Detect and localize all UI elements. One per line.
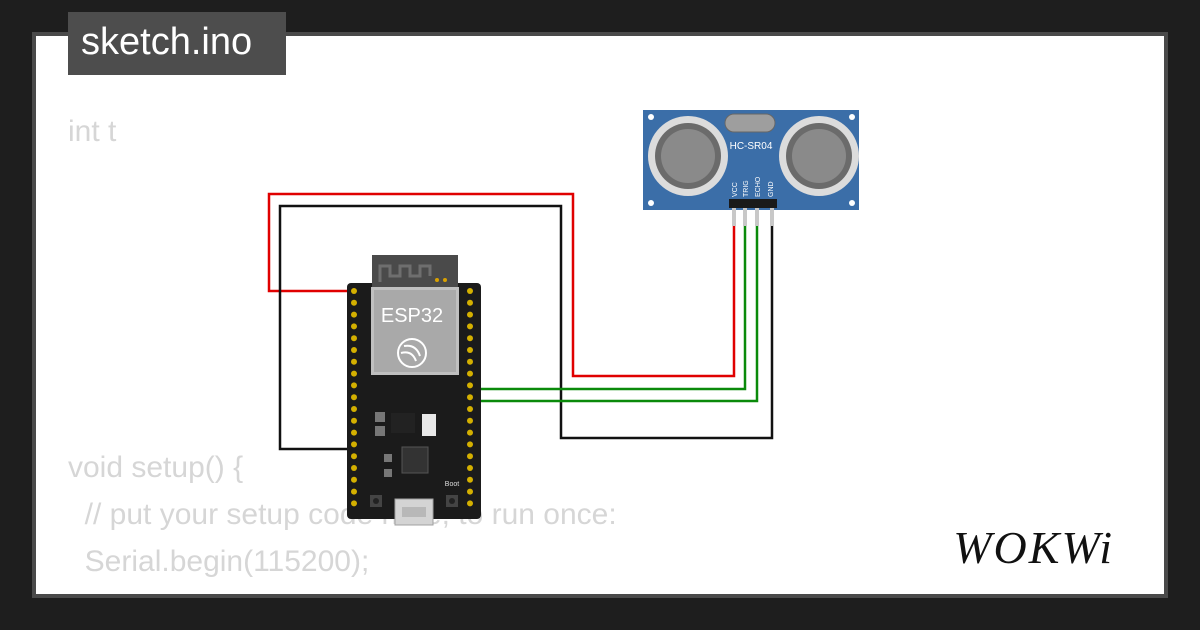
sensor-pin-label: VCC [732,182,739,197]
esp32-pin[interactable] [467,488,473,495]
sensor-label: HC-SR04 [730,141,773,152]
sensor-pin-label: TRIG [743,180,750,197]
esp32-pin[interactable] [351,488,357,495]
esp32-pin[interactable] [467,465,473,471]
esp32-pin[interactable] [467,394,473,401]
esp32-pin[interactable] [351,370,357,377]
esp32-pin[interactable] [467,347,473,353]
hc-sr04-sensor[interactable]: HC-SR04 VCC TRIG ECHO GND [643,110,859,226]
crystal-oscillator [724,113,776,133]
sensor-pin-header [729,199,777,226]
code-line: Serial.println("Hello, ESP32!"); [68,585,488,594]
sensor-pin-label: ECHO [755,176,762,197]
wires [267,192,774,451]
esp32-pin[interactable] [467,453,473,460]
code-line: int t [68,115,117,148]
transducer-right [779,116,859,196]
esp32-pin[interactable] [351,500,357,507]
esp32-pin[interactable] [351,429,357,436]
esp32-pin[interactable] [351,465,357,471]
circuit-diagram: ESP32 Boot [267,110,859,526]
esp32-pin[interactable] [467,323,473,330]
wokwi-logo: WOKWi [953,522,1114,573]
esp32-pin[interactable] [351,417,357,424]
esp32-pin[interactable] [467,476,473,483]
esp32-pins-left [351,288,357,507]
canvas-card: int t void setup() { // put your setup c… [32,32,1168,598]
esp32-pin[interactable] [467,288,473,294]
file-tab-sketch[interactable]: sketch.ino [68,12,286,75]
esp32-pin[interactable] [351,382,357,389]
esp32-pin[interactable] [351,441,357,448]
esp32-pin[interactable] [351,335,357,342]
esp32-pin[interactable] [467,370,473,377]
esp32-pin[interactable] [467,417,473,424]
code-line: void setup() { [68,451,244,484]
esp32-pin[interactable] [467,429,473,436]
wire-vcc-red[interactable] [267,192,736,378]
wire-gnd-black[interactable] [278,204,774,451]
transducer-left [648,116,728,196]
esp32-pin[interactable] [351,406,357,412]
sensor-pin-labels: VCC TRIG ECHO GND [732,176,775,197]
esp32-pin[interactable] [467,335,473,342]
wire-echo-green[interactable] [470,226,759,403]
code-line: Serial.begin(115200); [68,545,370,578]
esp32-board[interactable]: ESP32 Boot [347,255,481,526]
boot-label: Boot [445,481,459,488]
esp32-pin[interactable] [467,358,473,365]
esp32-label: ESP32 [381,305,443,327]
esp32-pin[interactable] [467,441,473,448]
esp32-pin[interactable] [351,288,357,294]
sensor-pin-label: GND [768,181,775,197]
esp32-pin[interactable] [467,311,473,318]
esp32-pin[interactable] [351,347,357,353]
esp32-pin[interactable] [467,299,473,306]
esp32-pin[interactable] [351,299,357,306]
esp32-pin[interactable] [351,311,357,318]
esp32-pin[interactable] [467,382,473,389]
esp32-pin[interactable] [351,358,357,365]
esp32-pin[interactable] [351,323,357,330]
wire-trig-green[interactable] [470,226,747,391]
esp32-pin[interactable] [351,476,357,483]
esp32-pin[interactable] [351,394,357,401]
espressif-logo [397,338,427,368]
esp32-pin[interactable] [467,500,473,507]
esp32-pin[interactable] [351,453,357,460]
esp32-pin[interactable] [467,406,473,412]
esp32-pins-right [467,288,473,507]
